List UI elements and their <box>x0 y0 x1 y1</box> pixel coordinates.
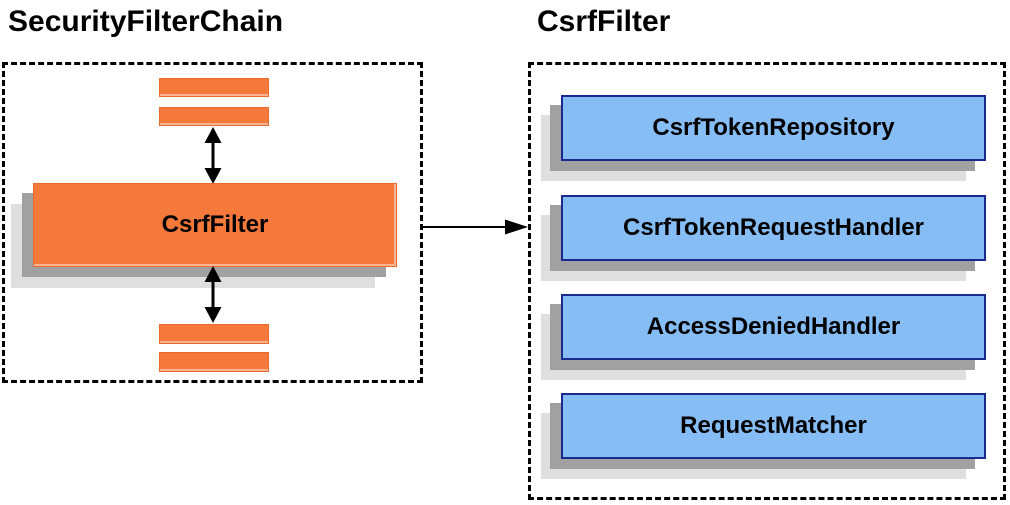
component-box-request-matcher: RequestMatcher <box>561 393 986 459</box>
up-down-arrow-icon <box>204 266 222 323</box>
csrf-filter-panel <box>528 62 1006 500</box>
component-label: CsrfTokenRepository <box>652 114 895 141</box>
component-box-csrf-token-repository: CsrfTokenRepository <box>561 95 986 161</box>
filter-placeholder-bar <box>159 78 269 97</box>
component-box-csrf-token-request-handler: CsrfTokenRequestHandler <box>561 195 986 261</box>
component-label: AccessDeniedHandler <box>646 313 901 340</box>
filter-placeholder-bar <box>159 352 269 372</box>
filter-placeholder-bar <box>159 107 269 126</box>
right-arrow-icon <box>423 219 528 235</box>
component-box-access-denied-handler: AccessDeniedHandler <box>561 294 986 360</box>
component-label: CsrfTokenRequestHandler <box>623 214 924 241</box>
csrf-filter-box-label: CsrfFilter <box>161 211 269 238</box>
csrf-filter-title: CsrfFilter <box>537 5 671 38</box>
csrf-filter-box: CsrfFilter <box>33 183 397 267</box>
security-filter-chain-panel <box>2 62 423 383</box>
component-label: RequestMatcher <box>680 412 867 439</box>
up-down-arrow-icon <box>204 127 222 184</box>
filter-placeholder-bar <box>159 324 269 344</box>
security-filter-chain-title: SecurityFilterChain <box>8 5 284 38</box>
